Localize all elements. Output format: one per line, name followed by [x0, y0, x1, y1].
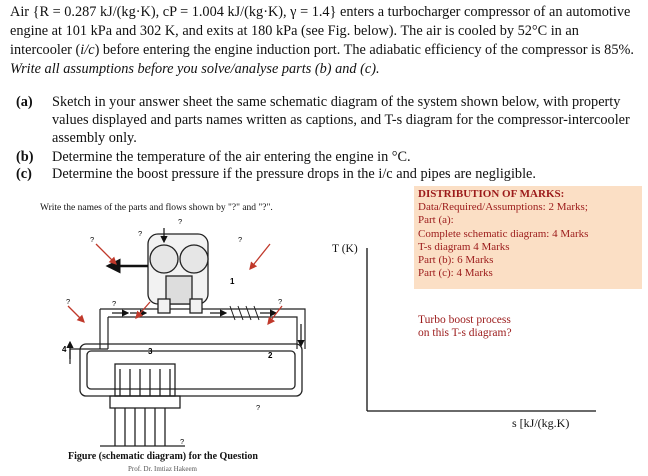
callout-lines: [67, 243, 283, 326]
unknown-label: ?: [256, 403, 260, 412]
question-c: (c) Determine the boost pressure if the …: [16, 165, 636, 183]
unknown-label: ?: [138, 229, 142, 238]
figure-instruction: Write the names of the parts and flows s…: [40, 203, 273, 213]
question-b-text: Determine the temperature of the air ent…: [52, 149, 411, 165]
figure-caption: Figure (schematic diagram) for the Quest…: [68, 451, 258, 462]
state-2-label: 2: [268, 351, 273, 360]
question-a-text: Sketch in your answer sheet the same sch…: [52, 94, 630, 146]
question-b-label: (b): [16, 149, 34, 165]
intercooler-abbrev: i/c: [80, 42, 95, 58]
turbo-note-line2: on this T-s diagram?: [418, 327, 512, 339]
state-4-label: 4: [62, 345, 67, 354]
assumptions-instruction: Write all assumptions before you solve/a…: [10, 61, 380, 77]
intercooler-fins: [229, 305, 260, 321]
question-a-label: (a): [16, 94, 33, 110]
engine-block: [79, 343, 303, 447]
ts-y-axis-label: T (K): [332, 243, 358, 255]
problem-statement: Air {R = 0.287 kJ/(kg·K), cP = 1.004 kJ/…: [10, 3, 640, 79]
intro-part3: ) before entering the engine induction p…: [94, 42, 634, 58]
question-a: (a) Sketch in your answer sheet the same…: [16, 93, 636, 149]
unknown-label: ?: [66, 297, 70, 306]
marks-line: T-s diagram 4 Marks: [418, 240, 510, 253]
marks-line: Part (b): 6 Marks: [418, 254, 494, 267]
intro-part1: Air {: [10, 4, 40, 20]
flow-arrows: [66, 309, 305, 359]
marks-line: Data/Required/Assumptions: 2 Marks;: [418, 201, 588, 214]
marks-distribution-box: DISTRIBUTION OF MARKS: Data/Required/Ass…: [414, 186, 642, 289]
marks-title: DISTRIBUTION OF MARKS:: [418, 188, 565, 200]
turbo-boost-note: Turbo boost process on this T-s diagram?: [418, 314, 568, 340]
marks-line: Part (c): 4 Marks: [418, 267, 493, 280]
given-constants: R = 0.287 kJ/(kg·K), cP = 1.004 kJ/(kg·K…: [39, 4, 337, 20]
unknown-label: ?: [238, 235, 242, 244]
question-c-label: (c): [16, 166, 32, 182]
unknown-label: ?: [90, 235, 94, 244]
question-b: (b) Determine the temperature of the air…: [16, 148, 636, 166]
unknown-label: ?: [180, 437, 184, 446]
marks-line: Complete schematic diagram: 4 Marks: [418, 227, 589, 240]
state-1-label: 1: [230, 277, 235, 286]
unknown-label: ?: [112, 299, 116, 308]
ts-diagram-axes: [366, 248, 596, 412]
question-c-text: Determine the boost pressure if the pres…: [52, 166, 536, 182]
ts-x-axis-label: s [kJ/(kg.K): [512, 416, 570, 430]
intro-part2: enters a turbocharger compressor of an a…: [10, 4, 631, 58]
marks-line: Part (a):: [418, 214, 454, 227]
schematic-diagram: ? ? ? ? ? ? ? ? ? 1 2 3 4: [62, 217, 306, 447]
unknown-label: ?: [178, 217, 182, 226]
unknown-label: ?: [278, 297, 282, 306]
turbo-note-line1: Turbo boost process: [418, 314, 511, 326]
turbocharger: [147, 233, 209, 314]
state-3-label: 3: [148, 347, 153, 356]
author-credit: Prof. Dr. Imtiaz Hakeem: [128, 465, 198, 473]
